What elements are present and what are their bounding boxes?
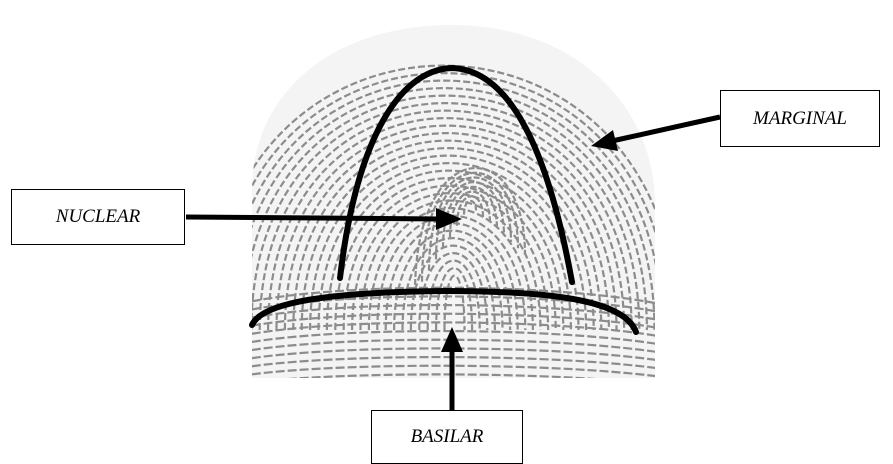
basilar-label: BASILAR (371, 410, 523, 464)
marginal-label: MARGINAL (720, 90, 880, 147)
ridge-line (240, 383, 670, 394)
nuclear-label: NUCLEAR (11, 189, 185, 245)
